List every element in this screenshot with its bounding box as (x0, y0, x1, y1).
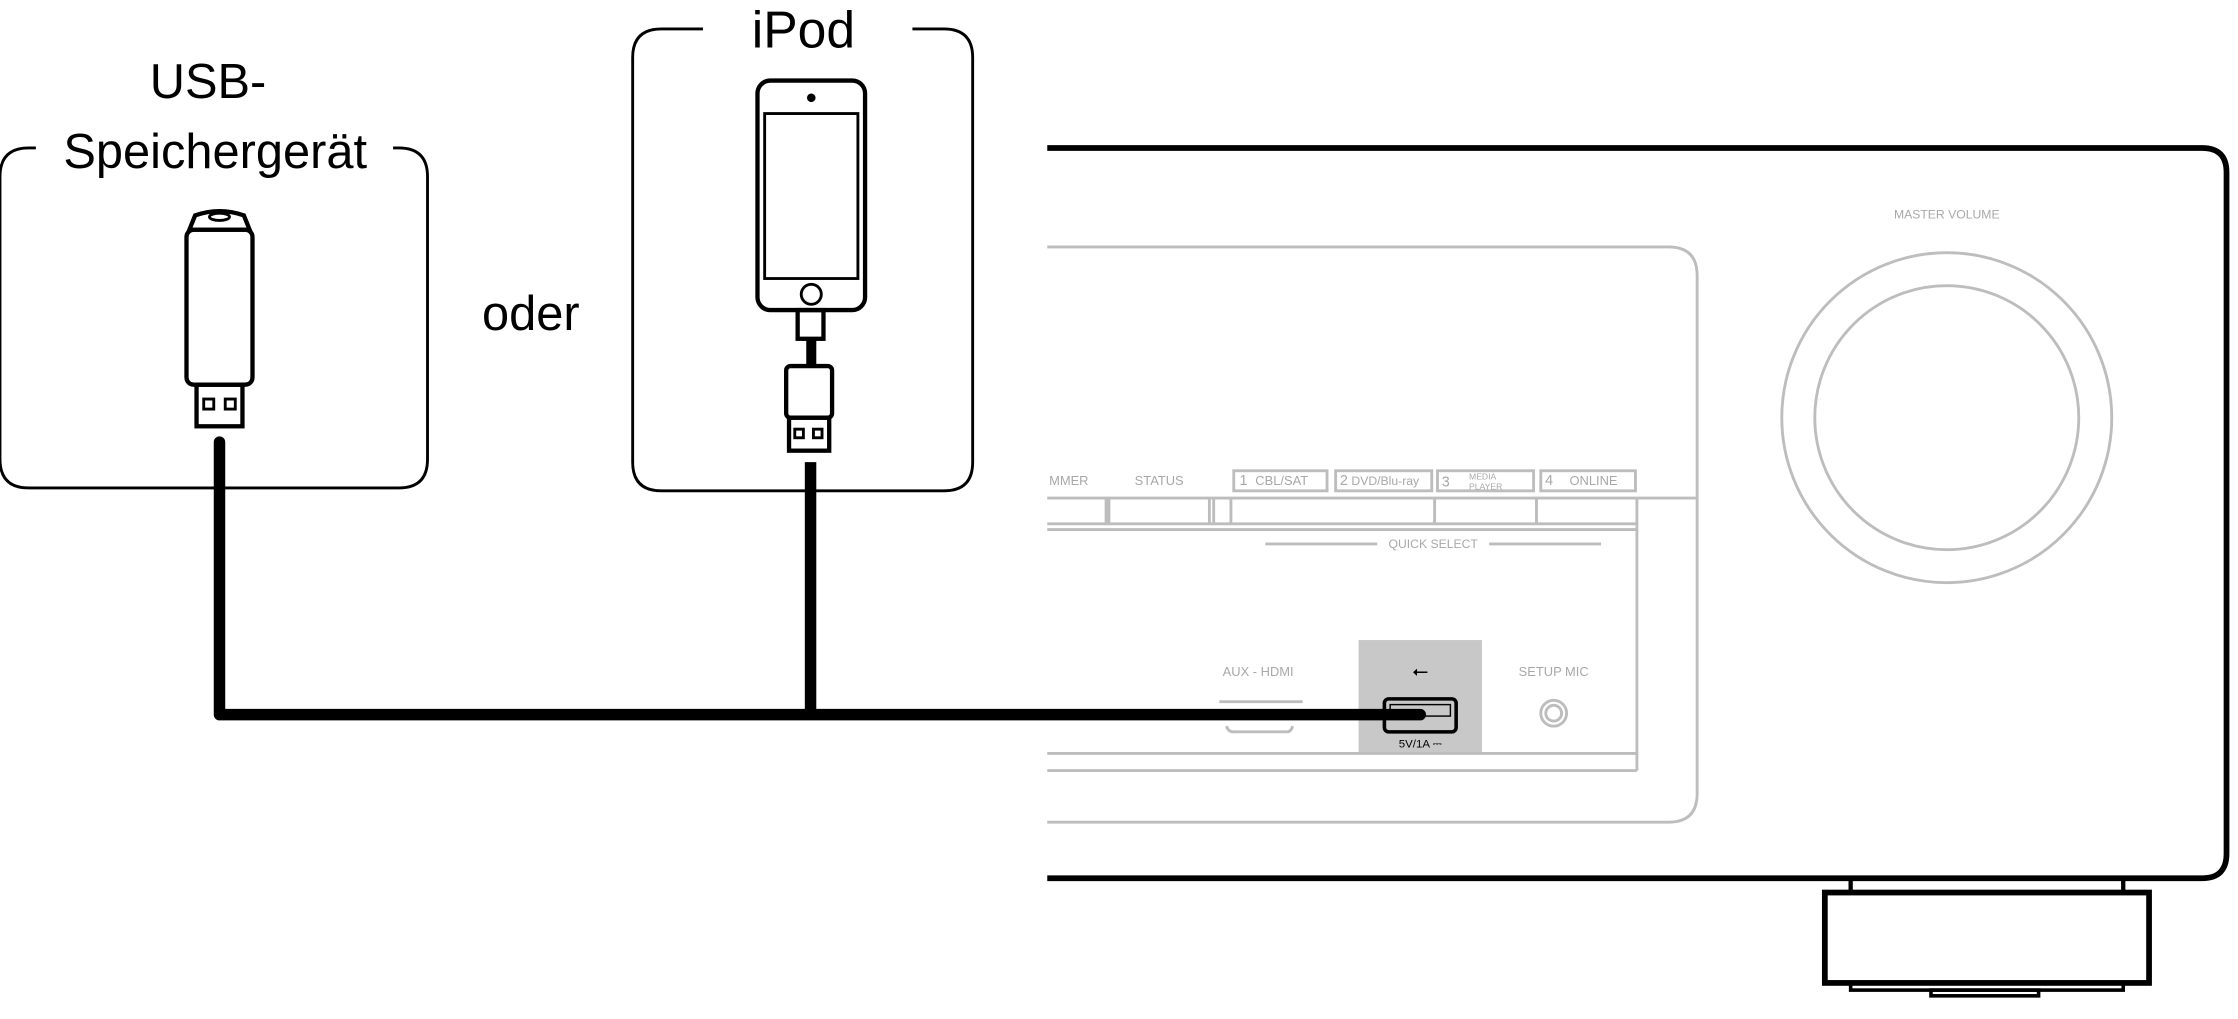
status-button-label: STATUS (1135, 473, 1184, 488)
usb-device-label-1: USB- (150, 55, 267, 109)
aux-hdmi-port (1219, 700, 1303, 734)
qs4-label: ONLINE (1569, 473, 1617, 488)
qs1-label: CBL/SAT (1255, 473, 1308, 488)
usb-stick-icon (184, 208, 255, 429)
setup-mic-label: SETUP MIC (1519, 664, 1589, 679)
usb-device-label-2: Speichergerät (63, 125, 367, 179)
dimmer-button-label: MMER (1049, 473, 1088, 488)
setup-mic-jack[interactable] (1539, 698, 1569, 728)
qs3-num: 3 (1442, 475, 1450, 491)
ipod-panel: iPod (631, 1, 975, 493)
or-label: oder (482, 287, 580, 341)
aux-hdmi-label: AUX - HDMI (1223, 664, 1294, 679)
av-receiver: MMER STATUS 1 CBL/SAT 2 DVD/Blu-ray 3 ME… (1047, 145, 2230, 998)
qs2-label: DVD/Blu-ray (1351, 474, 1420, 488)
master-volume-label: MASTER VOLUME (1894, 207, 2000, 221)
master-volume-knob-outer[interactable] (1780, 251, 2114, 585)
qs2-num: 2 (1340, 473, 1348, 489)
qs1-num: 1 (1240, 473, 1248, 489)
master-volume-knob[interactable] (1813, 284, 2081, 552)
qs3-label: MEDIA (1469, 471, 1496, 481)
usb-device-panel: USB- Speichergerät (0, 55, 429, 490)
ipod-icon (755, 78, 868, 453)
ipod-label: iPod (752, 1, 855, 59)
receiver-foot (1821, 876, 2152, 998)
usb-symbol-icon: ⭠ (1412, 658, 1428, 682)
qs3-label2: PLAYER (1469, 481, 1502, 491)
front-buttons: MMER STATUS 1 CBL/SAT 2 DVD/Blu-ray 3 ME… (1047, 469, 1639, 771)
qs4-num: 4 (1545, 473, 1553, 489)
usb-rating-label: 5V/1A ⎓ (1399, 739, 1442, 751)
quick-select-label: QUICK SELECT (1388, 537, 1478, 551)
usb-cable (213, 436, 1427, 721)
usb-port-highlight (1358, 640, 1482, 754)
